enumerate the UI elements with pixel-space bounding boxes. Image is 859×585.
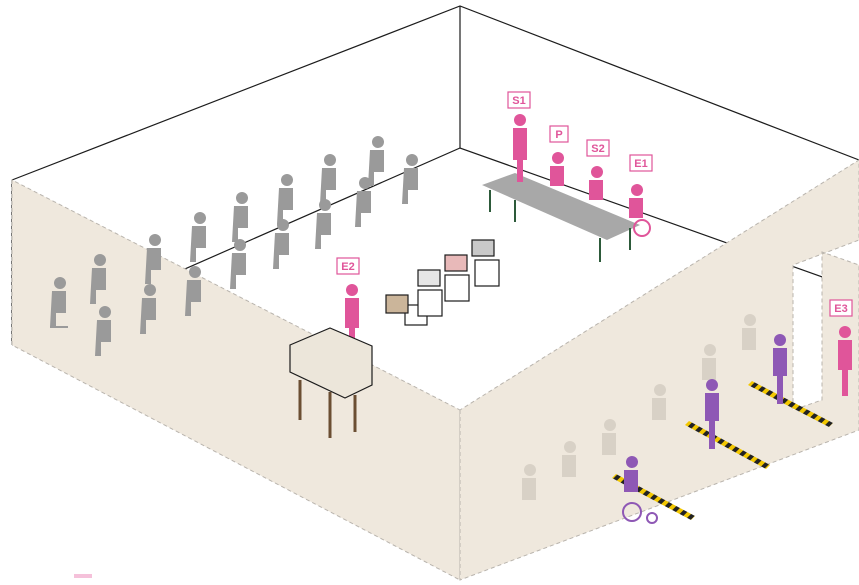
ghost-person [602,419,616,455]
seated-person [50,277,68,328]
staff-p-figure [550,152,564,186]
label-e1: E1 [629,154,653,172]
label-e2: E2 [336,257,360,275]
ghost-person [742,314,756,350]
staff-e1-figure [629,184,651,237]
front-left-wall [11,179,461,581]
staff-table [482,173,640,262]
queue-line-2 [685,421,770,469]
ghost-person [652,384,666,420]
legend-swatch [74,574,92,578]
seated-person [190,212,206,262]
queue-line-3 [748,381,833,427]
ghost-person [522,464,536,500]
label-e2-text: E2 [341,261,354,273]
ghost-person [562,441,576,477]
ballot-boxes [385,239,500,326]
seated-person [277,174,293,224]
staff-e3-figure [838,326,852,396]
seated-person [185,266,201,316]
seated-person [320,154,336,204]
staff-s2-figure [589,166,603,200]
ballot-box [444,254,470,302]
seated-person [145,234,161,284]
label-p: P [549,125,569,143]
front-right-wall [459,159,859,581]
ballot-box [471,239,500,287]
staff-e2-figure [345,284,359,346]
label-s1-text: S1 [512,95,525,107]
label-s2: S2 [586,139,610,157]
voting-booth [289,327,373,438]
ballot-box [417,269,443,317]
voter-standing [705,379,719,449]
seated-person [402,154,418,204]
seated-person [368,136,384,186]
label-s1: S1 [507,91,531,109]
ghost-person [702,344,716,380]
seated-public [50,136,418,356]
label-e3-text: E3 [834,303,847,315]
seated-person [95,306,111,356]
label-e3: E3 [829,299,853,317]
staff-s1-figure [513,114,527,182]
staff-figures [345,114,852,396]
voter-standing [773,334,787,404]
seated-person [140,284,156,334]
label-p-text: P [555,129,562,141]
label-s2-text: S2 [591,143,604,155]
queue-seated-ghosts [522,314,756,500]
label-e1-text: E1 [634,158,647,170]
seated-person [232,192,248,242]
voter-wheelchair [622,456,658,524]
voters [622,334,787,524]
seated-person [90,254,106,304]
